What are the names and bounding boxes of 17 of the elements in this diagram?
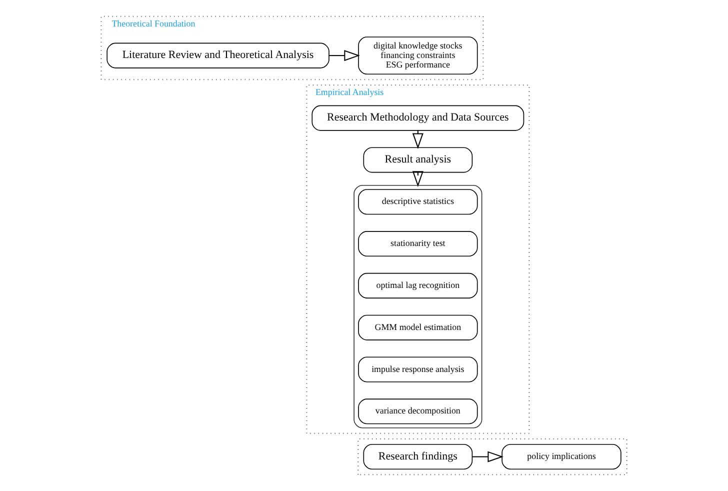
node-box: policy implications bbox=[502, 444, 622, 470]
node-box: impulse response analysis bbox=[358, 356, 478, 382]
node-box: Research Methodology and Data Sources bbox=[312, 105, 524, 131]
node-box: Literature Review and Theoretical Analysis bbox=[106, 42, 330, 68]
node-box: digital knowledge stocks financing constraints ESG performance bbox=[358, 36, 478, 75]
node-box: optimal lag recognition bbox=[358, 272, 478, 298]
node-box: stationarity test bbox=[358, 231, 478, 257]
cluster bbox=[354, 184, 482, 428]
arrow bbox=[412, 171, 424, 187]
node-box: Research findings bbox=[363, 444, 473, 470]
node-box: Result analysis bbox=[363, 147, 473, 173]
arrow bbox=[472, 451, 504, 462]
node-box: variance decomposition bbox=[358, 398, 478, 424]
node-box: descriptive statistics bbox=[358, 189, 478, 215]
cluster bbox=[358, 438, 628, 476]
arrow bbox=[329, 50, 360, 62]
node-box: GMM model estimation bbox=[358, 314, 478, 340]
